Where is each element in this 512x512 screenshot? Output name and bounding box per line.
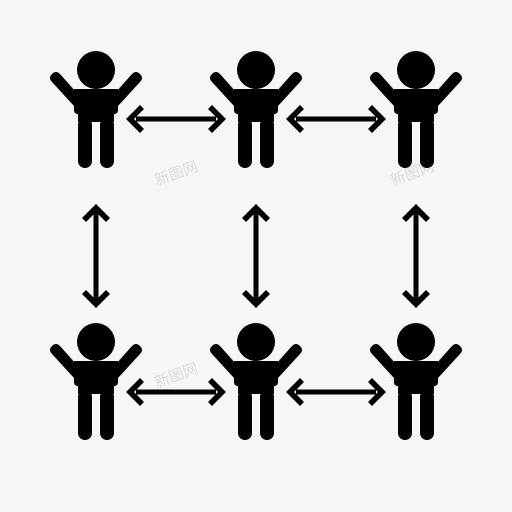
person-bottom-center-icon bbox=[210, 323, 302, 440]
arrow-bottom-center-right-icon bbox=[286, 378, 386, 406]
watermark-text: 新图网 bbox=[152, 157, 200, 189]
arrow-top-left-center-icon bbox=[126, 105, 226, 133]
arrow-center-vertical-icon bbox=[242, 204, 270, 308]
arrow-right-vertical-icon bbox=[402, 204, 430, 308]
person-top-left-icon bbox=[50, 51, 142, 168]
arrow-top-center-right-icon bbox=[286, 105, 386, 133]
watermark-text: 新图网 bbox=[152, 359, 200, 391]
person-bottom-right-icon bbox=[370, 323, 462, 440]
person-top-right-icon bbox=[370, 51, 462, 168]
person-top-center-icon bbox=[210, 51, 302, 168]
person-bottom-left-icon bbox=[50, 323, 142, 440]
arrow-left-vertical-icon bbox=[82, 204, 110, 308]
